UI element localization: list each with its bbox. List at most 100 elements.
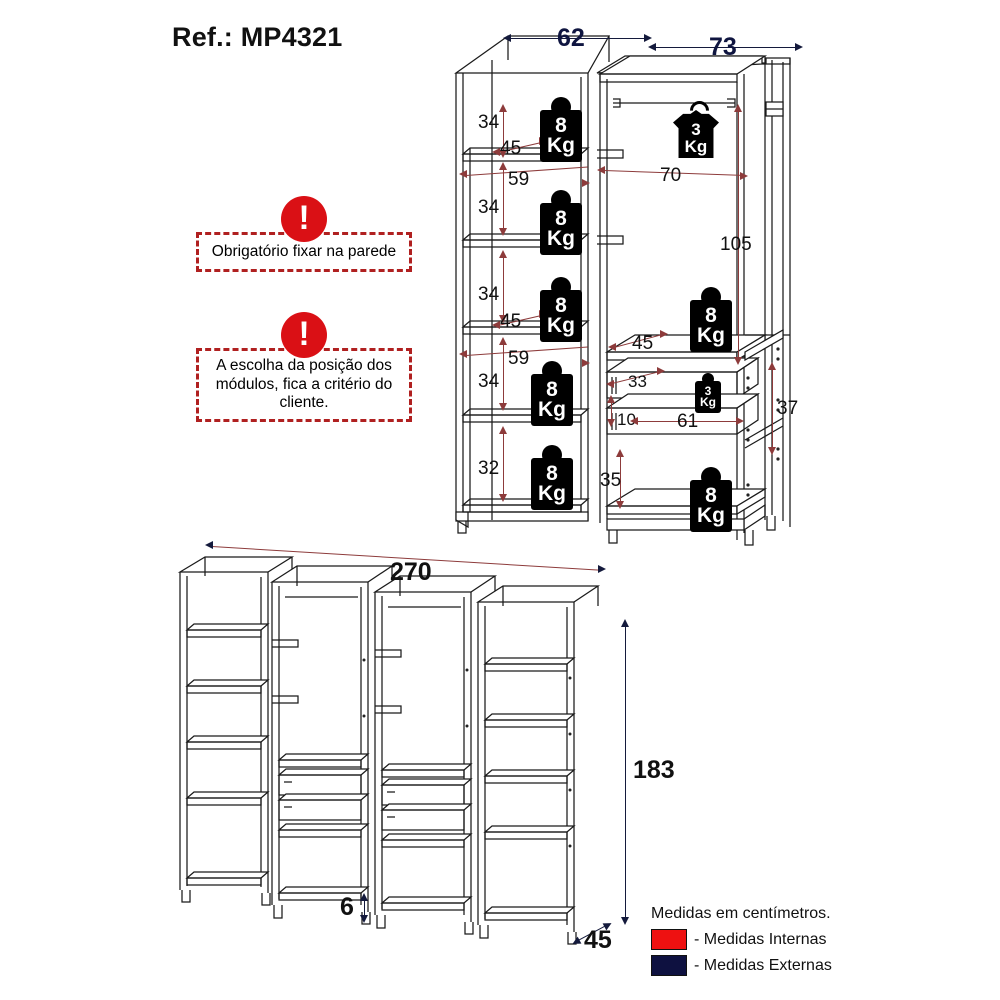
- arrow-up: [499, 337, 507, 345]
- arrow-down: [616, 501, 624, 509]
- dimension-6: 6: [340, 893, 354, 921]
- dimension-line-73: [654, 47, 801, 49]
- badge-unit: Kg: [547, 227, 575, 250]
- dimension-73: 73: [709, 33, 737, 61]
- badge-knob: [701, 287, 721, 307]
- badge-knob: [542, 361, 562, 381]
- arrow-down: [768, 447, 776, 455]
- arrow-down: [360, 915, 368, 923]
- badge-value: 3: [704, 383, 712, 398]
- arrow-left: [492, 321, 500, 329]
- dimension-45-1: 45: [500, 138, 522, 159]
- arrow-up: [607, 395, 615, 403]
- badge-value: 8: [555, 294, 567, 318]
- badge-value: 8: [546, 462, 558, 486]
- arrow-up: [499, 250, 507, 258]
- badge-unit: Kg: [538, 398, 566, 421]
- badge-value: 8: [555, 207, 567, 231]
- dimension-line: [503, 256, 505, 318]
- load-badge-3kg-drawer: 3 Kg: [695, 373, 721, 413]
- exclamation-circle-icon: !: [281, 196, 327, 242]
- arrow-left: [459, 170, 467, 178]
- legend-label-internal: - Medidas Internas: [694, 930, 827, 948]
- badge-knob: [542, 445, 562, 465]
- legend-swatch-internal: [651, 929, 687, 950]
- dimension-line: [503, 110, 505, 154]
- arrow-left: [492, 148, 500, 156]
- arrow-left: [608, 343, 616, 351]
- dimension-line-105: [738, 110, 740, 360]
- arrow-left: [205, 541, 213, 549]
- dimension-45-3: 45: [632, 333, 654, 354]
- dimension-34-4: 34: [478, 371, 500, 392]
- badge-knob: [701, 467, 721, 487]
- badge-knob: [551, 277, 571, 297]
- badge-unit: Kg: [697, 504, 725, 527]
- page-title: Ref.: MP4321: [172, 22, 343, 52]
- exclamation-circle-icon: !: [281, 312, 327, 358]
- dimension-33: 33: [628, 372, 647, 391]
- legend-label-external: - Medidas Externas: [694, 956, 832, 974]
- load-badge-3kg-hanger: 3 Kg: [673, 110, 719, 158]
- arrow-up: [499, 426, 507, 434]
- warning-text-1: Obrigatório fixar na parede: [196, 232, 412, 272]
- arrow-left: [630, 417, 638, 425]
- badge-unit: Kg: [538, 482, 566, 505]
- dimension-70: 70: [660, 165, 682, 186]
- dimension-line-183: [625, 625, 627, 920]
- badge-unit: Kg: [547, 314, 575, 337]
- dimension-34-3: 34: [478, 284, 500, 305]
- badge-unit: Kg: [697, 324, 725, 347]
- arrow-up: [621, 619, 629, 627]
- badge-value: 8: [555, 114, 567, 138]
- arrow-down: [499, 403, 507, 411]
- arrow-left: [606, 380, 614, 388]
- dimension-line-10: [611, 400, 613, 422]
- load-badge-8kg: 8 Kg: [540, 97, 582, 162]
- legend-item-external: - Medidas Externas: [651, 955, 832, 976]
- dimension-59-1: 59: [508, 169, 530, 190]
- arrow-up: [499, 162, 507, 170]
- arrow-up: [499, 104, 507, 112]
- badge-knob: [551, 190, 571, 210]
- dimension-270: 270: [390, 558, 432, 586]
- arrow-right: [582, 359, 590, 367]
- arrow-right: [740, 172, 748, 180]
- load-badge-8kg: 8 Kg: [531, 361, 573, 426]
- arrow-right: [644, 34, 652, 42]
- arrow-right: [598, 565, 606, 573]
- arrow-down: [499, 228, 507, 236]
- dimension-105: 105: [720, 234, 752, 255]
- arrow-down: [499, 150, 507, 158]
- badge-value: 8: [705, 304, 717, 328]
- dimension-61: 61: [677, 411, 699, 432]
- arrow-down: [499, 315, 507, 323]
- arrow-left: [503, 34, 511, 42]
- load-badge-8kg: 8 Kg: [690, 287, 732, 352]
- dimension-line-61: [636, 421, 740, 423]
- dimension-59-2: 59: [508, 348, 530, 369]
- load-badge-8kg: 8 Kg: [540, 190, 582, 255]
- arrow-right: [736, 417, 744, 425]
- dimension-line-35: [620, 455, 622, 503]
- arrow-left: [597, 166, 605, 174]
- arrow-up: [360, 893, 368, 901]
- arrow-left: [648, 43, 656, 51]
- arrow-down: [607, 419, 615, 427]
- badge-unit: Kg: [700, 395, 716, 409]
- load-badge-8kg: 8 Kg: [690, 467, 732, 532]
- arrow-right: [660, 330, 668, 338]
- dimension-45-2: 45: [500, 311, 522, 332]
- badge-knob: [551, 97, 571, 117]
- legend: Medidas em centímetros. - Medidas Intern…: [651, 905, 832, 976]
- legend-swatch-external: [651, 955, 687, 976]
- legend-title: Medidas em centímetros.: [651, 905, 831, 922]
- warning-text-2: A escolha da posição dos módulos, fica a…: [196, 348, 412, 422]
- load-badge-8kg: 8 Kg: [531, 445, 573, 510]
- badge-value: 8: [546, 378, 558, 402]
- arrow-down: [621, 917, 629, 925]
- dimension-line: [503, 343, 505, 405]
- dimension-line: [503, 168, 505, 230]
- dimension-35: 35: [600, 470, 622, 491]
